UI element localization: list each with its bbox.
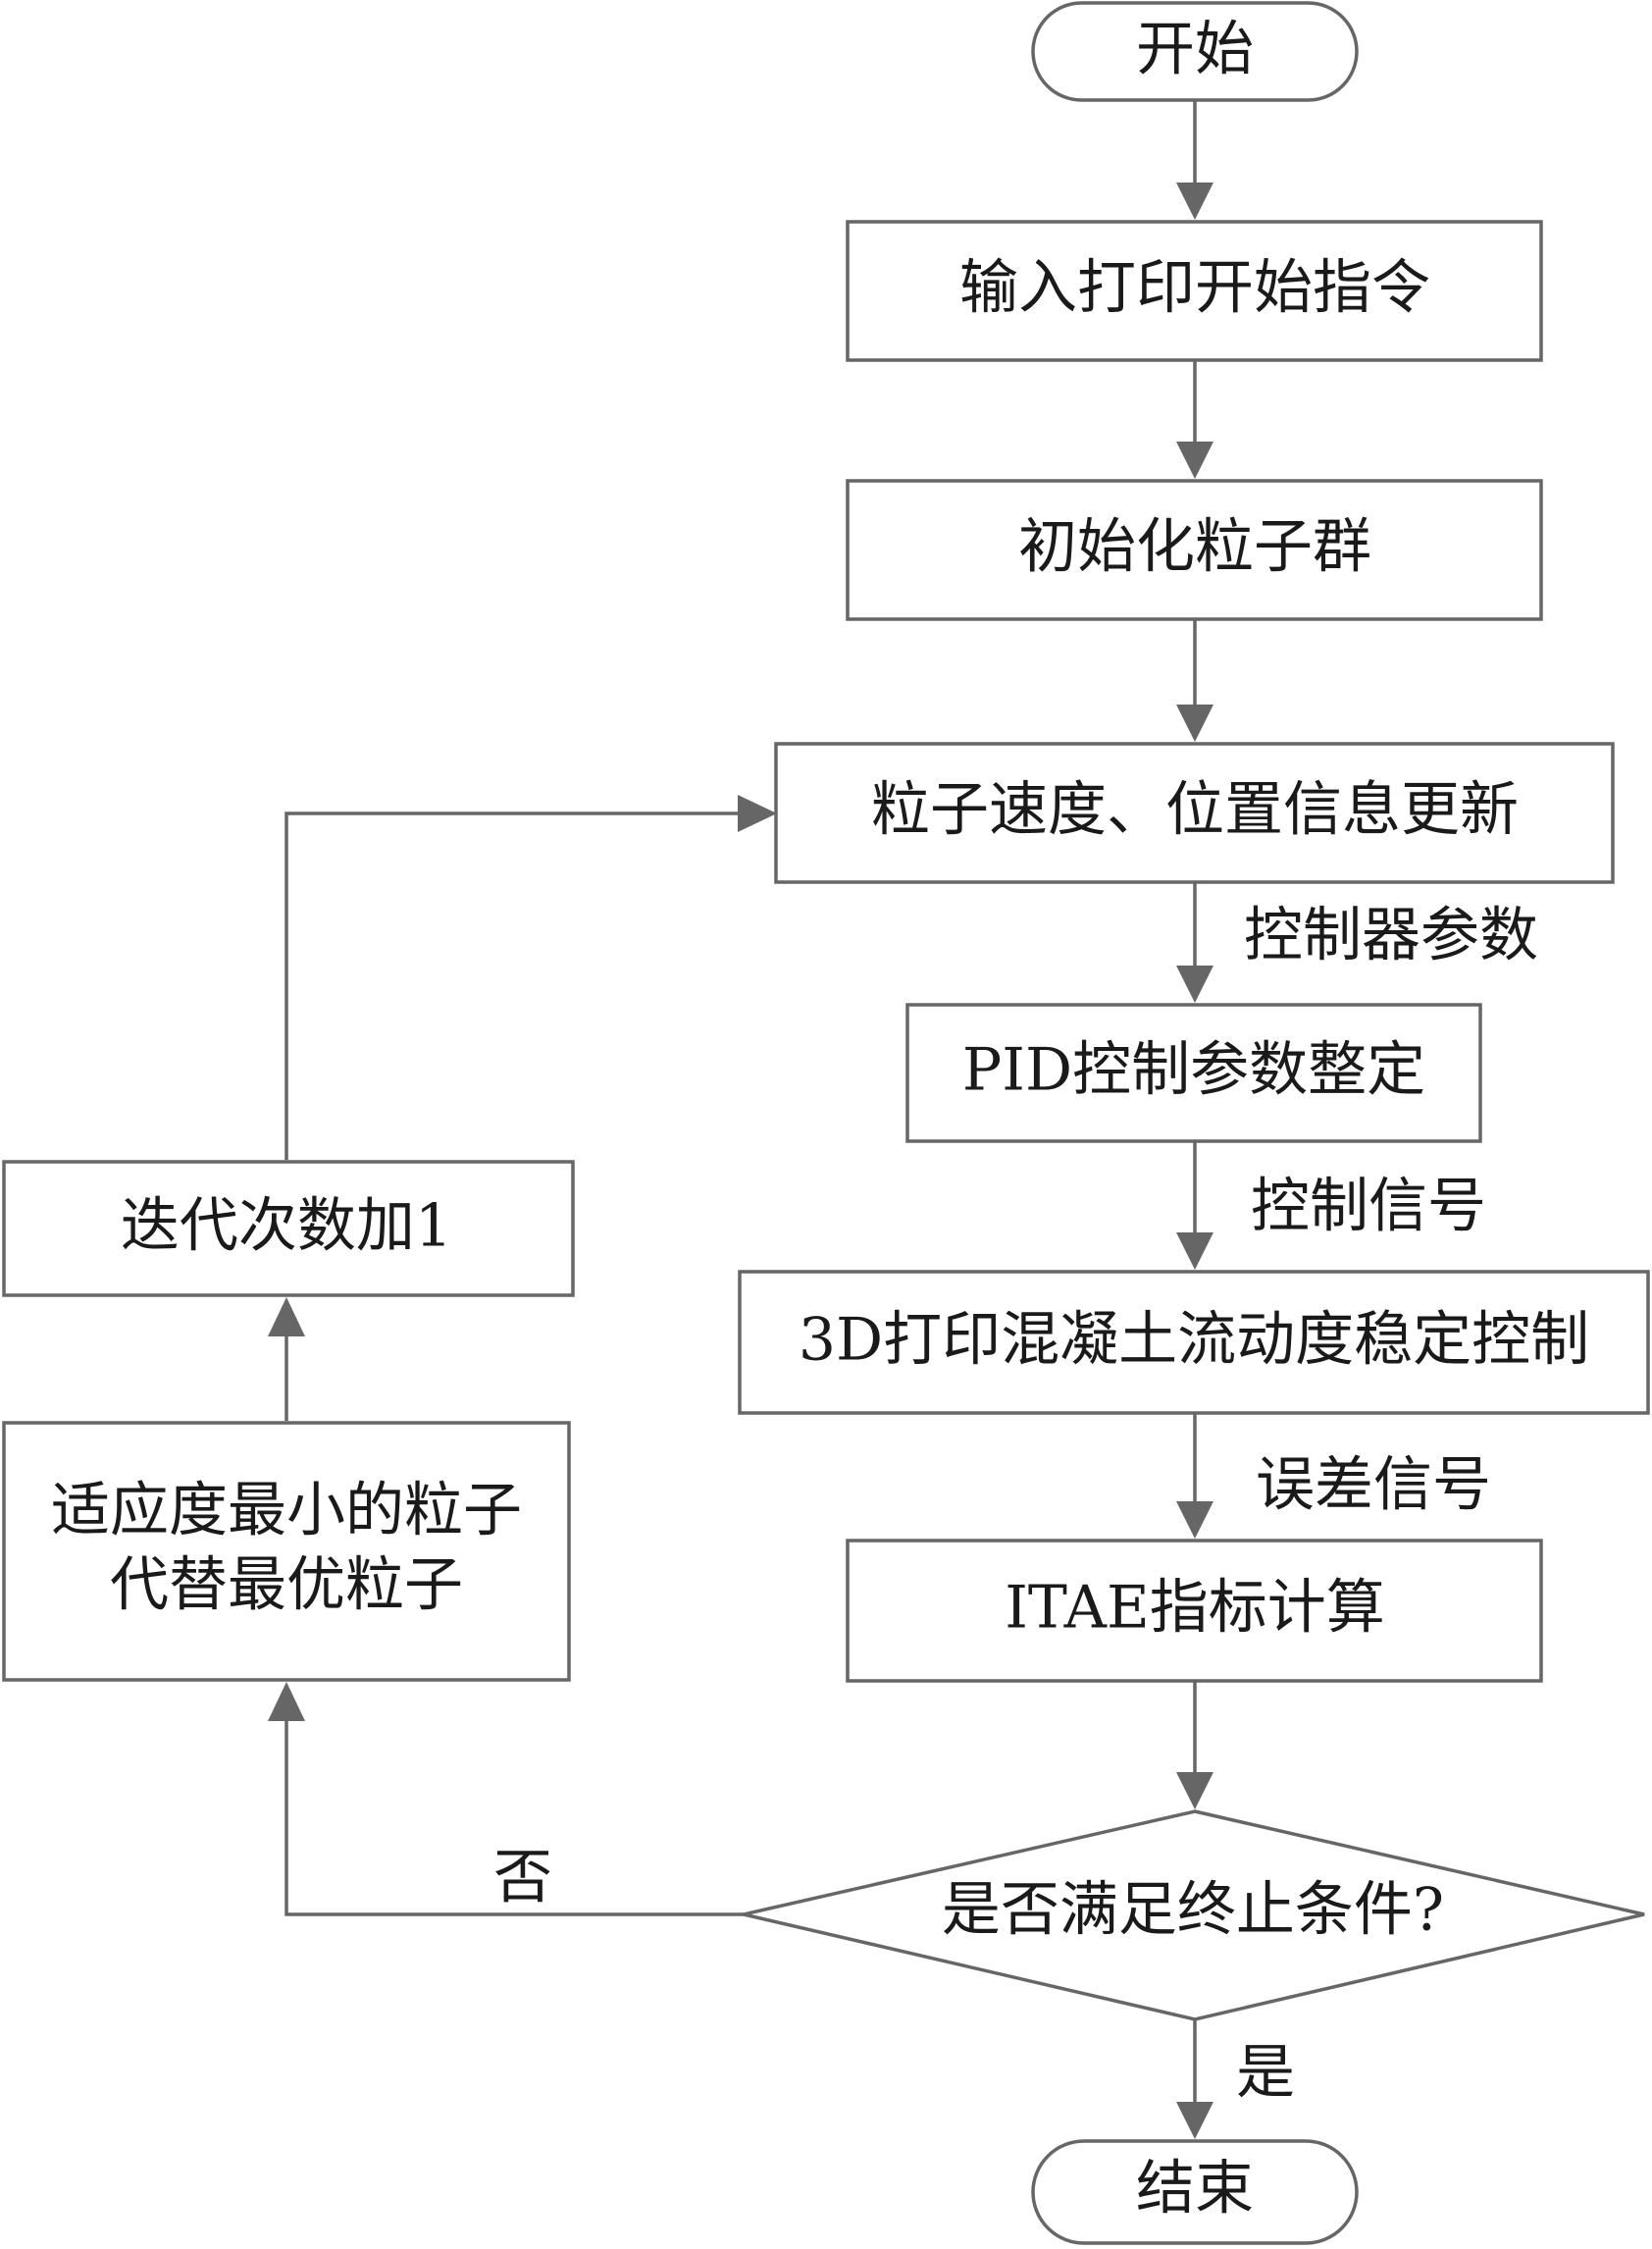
init-swarm-node: 初始化粒子群 — [846, 479, 1543, 621]
edge-label-yes: 是 — [1236, 2039, 1295, 2108]
arrowhead-pid-to-flow — [1176, 1232, 1213, 1270]
flow-control-node: 3D打印混凝土流动度稳定控制 — [738, 1270, 1650, 1415]
end-label: 结束 — [1136, 2155, 1254, 2223]
decision-label: 是否满足终止条件? — [942, 1876, 1444, 1945]
init-swarm-label: 初始化粒子群 — [1018, 513, 1371, 582]
update-label: 粒子速度、位置信息更新 — [871, 776, 1519, 845]
itae-label: ITAE指标计算 — [1005, 1574, 1385, 1643]
edge-label-control-signal: 控制信号 — [1251, 1173, 1486, 1241]
arrowhead-flow-to-itae — [1176, 1501, 1213, 1539]
edge-iterate-to-update — [284, 811, 740, 1160]
end-node: 结束 — [1031, 2139, 1359, 2245]
edge-decision-to-replace — [284, 1715, 744, 1916]
start-label: 开始 — [1136, 16, 1254, 84]
arrowhead-iterate-to-update — [738, 795, 777, 832]
decision-node: 是否满足终止条件? — [743, 1809, 1645, 2021]
arrowhead-decision-to-end — [1176, 2102, 1213, 2139]
pid-tuning-label: PID控制参数整定 — [962, 1036, 1425, 1105]
edge-label-error-signal: 误差信号 — [1256, 1451, 1491, 1520]
arrowhead-input-to-init — [1176, 442, 1213, 479]
connectors — [268, 100, 1213, 2139]
iterate-label: 迭代次数加1 — [121, 1192, 452, 1261]
arrowhead-init-to-update — [1176, 705, 1213, 742]
itae-node: ITAE指标计算 — [846, 1539, 1543, 1683]
input-command-label: 输入打印开始指令 — [959, 254, 1430, 323]
arrowhead-itae-to-decision — [1176, 1772, 1213, 1809]
arrowhead-replace-to-iterate — [268, 1297, 305, 1336]
start-node: 开始 — [1031, 1, 1359, 102]
arrowhead-update-to-pid — [1176, 966, 1213, 1003]
replace-best-label-line2: 代替最优粒子 — [110, 1551, 463, 1620]
arrowhead-decision-to-replace — [268, 1682, 305, 1721]
edge-label-controller-params: 控制器参数 — [1244, 902, 1538, 970]
replace-best-label-line1: 适应度最小的粒子 — [51, 1477, 522, 1545]
replace-best-node: 适应度最小的粒子 代替最优粒子 — [2, 1421, 571, 1682]
update-node: 粒子速度、位置信息更新 — [774, 742, 1615, 884]
input-command-node: 输入打印开始指令 — [846, 220, 1543, 362]
iterate-node: 迭代次数加1 — [2, 1160, 575, 1297]
edge-label-no: 否 — [493, 1844, 552, 1912]
flow-control-label: 3D打印混凝土流动度稳定控制 — [799, 1306, 1589, 1375]
pid-tuning-node: PID控制参数整定 — [905, 1003, 1482, 1143]
arrowhead-start-to-input — [1176, 183, 1213, 220]
